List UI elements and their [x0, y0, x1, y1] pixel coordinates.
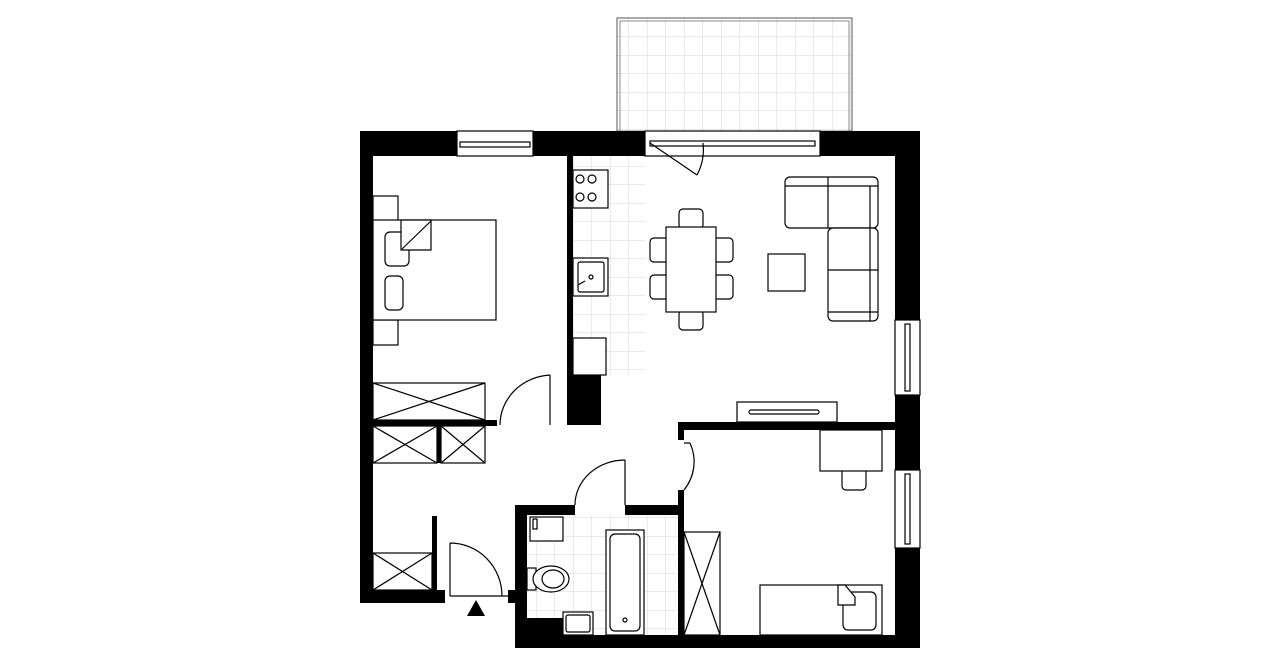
windows	[456, 130, 921, 549]
wardrobe-icon	[372, 382, 486, 591]
sink-icon	[572, 257, 609, 297]
sofa-icon	[784, 176, 879, 322]
walls	[360, 131, 920, 648]
coffee-table-icon	[767, 253, 806, 292]
tv-icon	[736, 401, 838, 423]
dining-table-icon	[649, 208, 734, 331]
doors	[449, 142, 704, 597]
toilet-icon	[526, 565, 570, 593]
fridge-icon	[572, 337, 607, 376]
bed-icon	[759, 584, 883, 636]
stove-icon	[572, 169, 609, 209]
washbasin-icon	[562, 611, 594, 636]
wardrobe-icon	[683, 531, 721, 636]
entrance-arrow-icon	[467, 600, 485, 616]
washing-machine-icon	[529, 516, 564, 542]
desk-icon	[819, 429, 883, 491]
balcony	[616, 17, 853, 132]
bed-icon	[372, 195, 497, 346]
bathtub-icon	[605, 529, 645, 636]
